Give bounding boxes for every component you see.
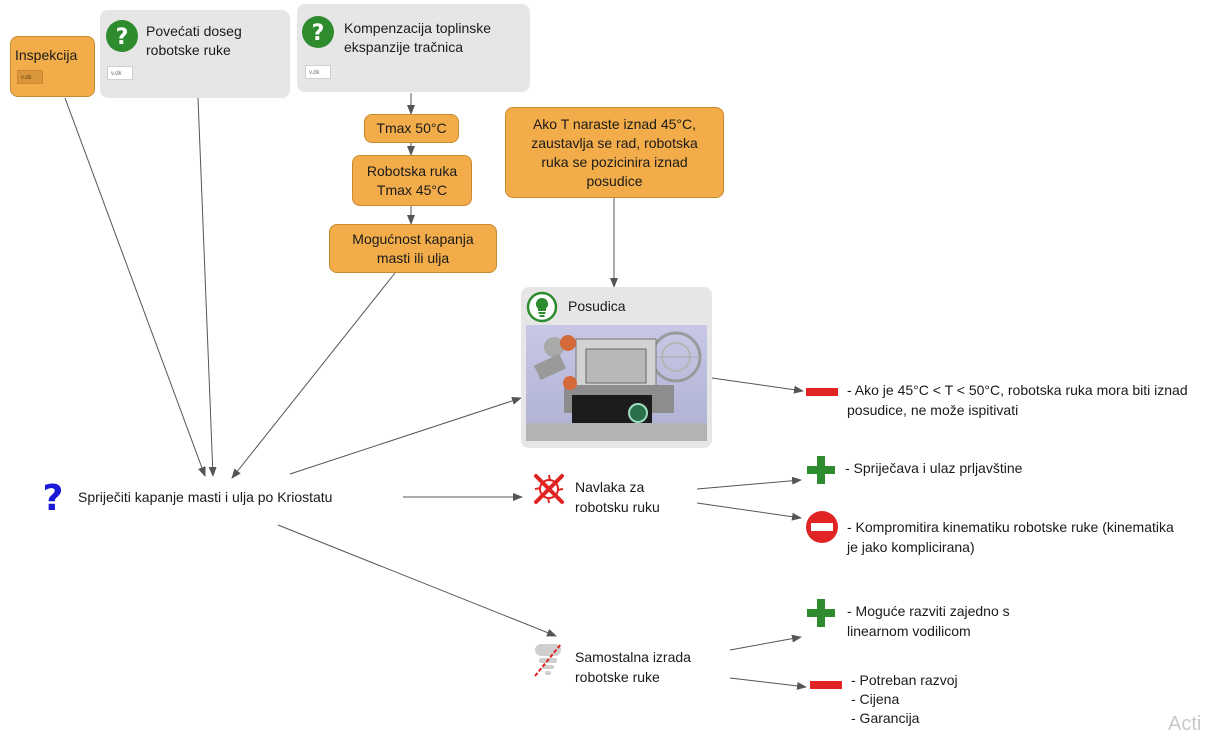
svg-text:?: ? (116, 25, 129, 50)
question-mark-icon: ? (43, 479, 64, 515)
question-circle-icon: ? (302, 16, 334, 48)
edge-povecati-question (197, 97, 217, 477)
samostalna-label[interactable]: Samostalna izrada robotske ruke (575, 649, 691, 685)
con-posudica-label[interactable]: - Ako je 45°C < T < 50°C, robotska ruka … (847, 382, 1188, 418)
con-samostalna-item: - Garancija (851, 710, 920, 726)
rejected-x-icon (534, 474, 564, 504)
con-navlaka-label[interactable]: - Kompromitira kinematiku robotske ruke … (847, 519, 1174, 555)
edge-question-samostalna (277, 524, 557, 637)
attachment-chip[interactable]: v.dk (17, 70, 43, 84)
mogucnost-kapanja-label: Mogućnost kapanja masti ili ulja (352, 230, 474, 266)
navlaka-label[interactable]: Navlaka za robotsku ruku (575, 479, 660, 515)
edge-mogucnost-question (231, 272, 396, 479)
inspekcija-label: Inspekcija (15, 47, 78, 63)
edge-samostalna-pro (729, 634, 802, 651)
con-samostalna-item: - Cijena (851, 691, 900, 707)
ako-t-naraste-label: Ako T naraste iznad 45°C, zaustavlja se … (531, 115, 698, 189)
ako-t-naraste-node[interactable]: Ako T naraste iznad 45°C, zaustavlja se … (505, 107, 724, 198)
mogucnost-kapanja-node[interactable]: Mogućnost kapanja masti ili ulja (329, 224, 497, 273)
attachment-chip[interactable]: v.dk (305, 65, 331, 79)
con-samostalna-list[interactable]: - Potreban razvoj - Cijena - Garancija (851, 671, 958, 728)
tmax50-node[interactable]: Tmax 50°C (364, 114, 459, 143)
kompenzacija-node[interactable]: ? Kompenzacija toplinske ekspanzije trač… (297, 4, 530, 92)
povecati-doseg-node[interactable]: ? Povećati doseg robotske ruke v.dk (100, 10, 290, 98)
edge-navlaka-pro (696, 476, 802, 490)
plus-icon (807, 456, 835, 484)
posudica-node[interactable]: Posudica (521, 287, 712, 448)
pro-samostalna-label[interactable]: - Moguće razviti zajedno s linearnom vod… (847, 603, 1010, 639)
question-circle-icon: ? (106, 20, 138, 52)
posudica-label: Posudica (568, 298, 626, 314)
edge-navlaka-con (696, 502, 802, 521)
con-samostalna-item: - Potreban razvoj (851, 672, 958, 688)
watermark-text: Acti (1168, 713, 1202, 735)
inspekcija-node[interactable]: Inspekcija v.dk (10, 36, 95, 97)
robotska-tmax45-label: Robotska ruka Tmax 45°C (366, 162, 458, 198)
kompenzacija-label: Kompenzacija toplinske ekspanzije tračni… (344, 20, 492, 55)
povecati-doseg-label: Povećati doseg robotske ruke (146, 23, 242, 58)
edge-question-posudica (289, 397, 522, 475)
no-entry-icon (806, 511, 838, 543)
edge-posudica-con (711, 377, 804, 394)
minus-icon (806, 388, 838, 396)
machine-illustration (526, 325, 707, 441)
svg-text:?: ? (43, 479, 64, 515)
attachment-chip[interactable]: v.dk (107, 66, 133, 80)
edge-samostalna-con (729, 677, 807, 690)
main-question-label[interactable]: Spriječiti kapanje masti i ulja po Krios… (78, 489, 333, 505)
crossed-out-icon (534, 643, 562, 677)
minus-icon (810, 681, 842, 689)
lightbulb-icon (526, 291, 558, 323)
plus-icon (807, 599, 835, 627)
robotska-tmax45-node[interactable]: Robotska ruka Tmax 45°C (352, 155, 472, 206)
tmax50-label: Tmax 50°C (376, 120, 447, 136)
edge-inspekcija-question (64, 97, 206, 477)
svg-text:?: ? (312, 21, 325, 46)
pro-navlaka-label[interactable]: - Spriječava i ulaz prljavštine (845, 460, 1023, 476)
